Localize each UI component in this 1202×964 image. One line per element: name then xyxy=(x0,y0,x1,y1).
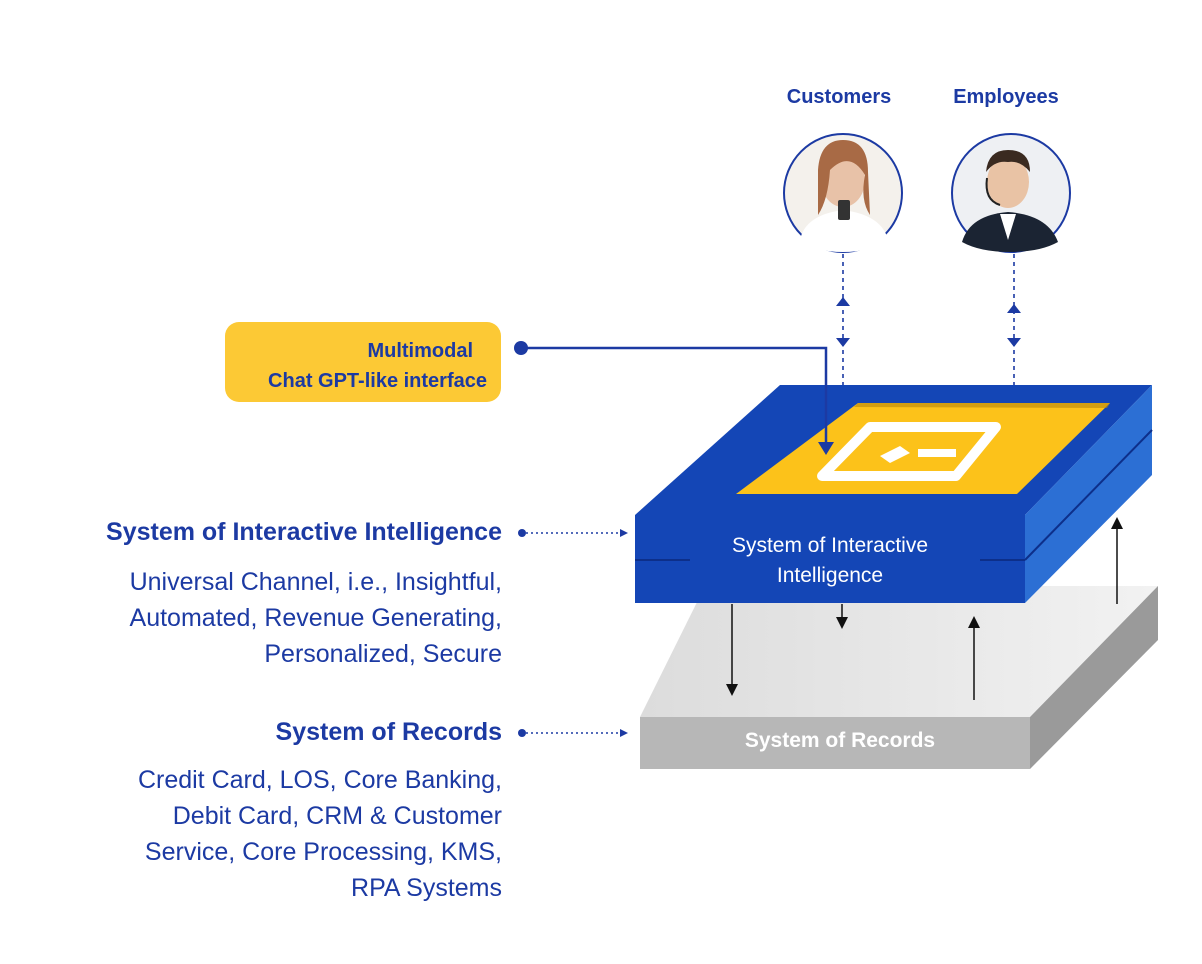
callout-line-2: Chat GPT-like interface xyxy=(268,370,487,392)
records-pointer xyxy=(518,729,628,737)
records-box-label: System of Records xyxy=(744,729,936,752)
records-description: Credit Card, LOS, Core Banking, Debit Ca… xyxy=(137,766,502,902)
records-heading: System of Records xyxy=(275,718,502,746)
interactive-slab xyxy=(635,385,1153,603)
layer-arrows xyxy=(726,517,1123,700)
customer-connector xyxy=(836,254,850,432)
chat-interface-icon xyxy=(817,422,1001,481)
records-slab xyxy=(640,586,1158,769)
interactive-box-line-2: Intelligence xyxy=(776,564,884,587)
callout-line-1: Multimodal xyxy=(367,340,473,362)
interactive-box-label: System of Interactive Intelligence xyxy=(635,531,1025,591)
callout-connector xyxy=(514,341,834,455)
interactive-pointer xyxy=(518,529,628,537)
customer-avatar xyxy=(783,133,903,253)
multimodal-callout: Multimodal Chat GPT-like interface xyxy=(225,322,501,402)
interactive-description: Universal Channel, i.e., Insightful, Aut… xyxy=(129,568,502,668)
interactive-heading: System of Interactive Intelligence xyxy=(106,518,502,546)
employee-avatar xyxy=(951,133,1071,253)
employees-label: Employees xyxy=(953,86,1059,108)
employee-connector xyxy=(1007,254,1021,432)
interactive-box-line-1: System of Interactive xyxy=(731,534,929,557)
customers-label: Customers xyxy=(786,86,892,108)
